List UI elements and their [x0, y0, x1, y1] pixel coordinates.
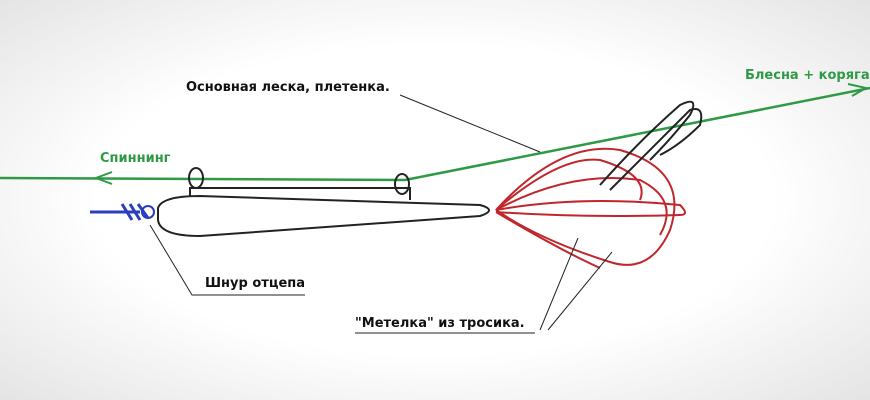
label-lure: Блесна + коряга	[745, 68, 870, 83]
release-cord-loop	[141, 205, 155, 219]
ring-right	[394, 173, 410, 195]
label-main-line: Основная леска, плетенка.	[186, 80, 390, 95]
label-release-cord: Шнур отцепа	[205, 276, 306, 291]
lure-snag	[599, 100, 703, 191]
sinker-body	[157, 194, 490, 238]
label-rod: Спиннинг	[100, 151, 171, 166]
arrow-left-icon	[93, 171, 113, 185]
ring-left	[188, 167, 204, 189]
arrow-right-icon	[847, 83, 869, 97]
release-cord	[90, 203, 150, 221]
main-line	[0, 86, 870, 182]
wire-rod	[189, 187, 411, 200]
leader-lines	[149, 94, 613, 334]
label-broom: "Метелка" из тросика.	[355, 316, 525, 331]
broom-wires	[495, 147, 686, 269]
